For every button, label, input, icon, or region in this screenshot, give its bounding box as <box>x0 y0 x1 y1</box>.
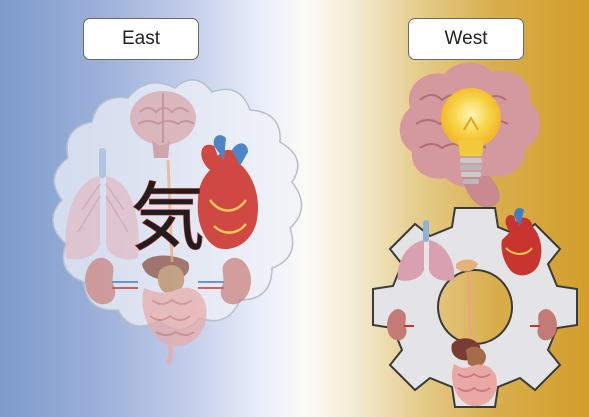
west-label-text: West <box>445 28 488 50</box>
west-esophagus <box>469 272 471 350</box>
east-label: East <box>83 18 199 60</box>
qi-character: 気 <box>131 175 205 261</box>
east-panel: 気 <box>53 80 302 364</box>
east-label-text: East <box>122 28 160 50</box>
west-panel <box>373 62 577 407</box>
west-heart <box>501 208 541 275</box>
west-label: West <box>408 18 524 60</box>
